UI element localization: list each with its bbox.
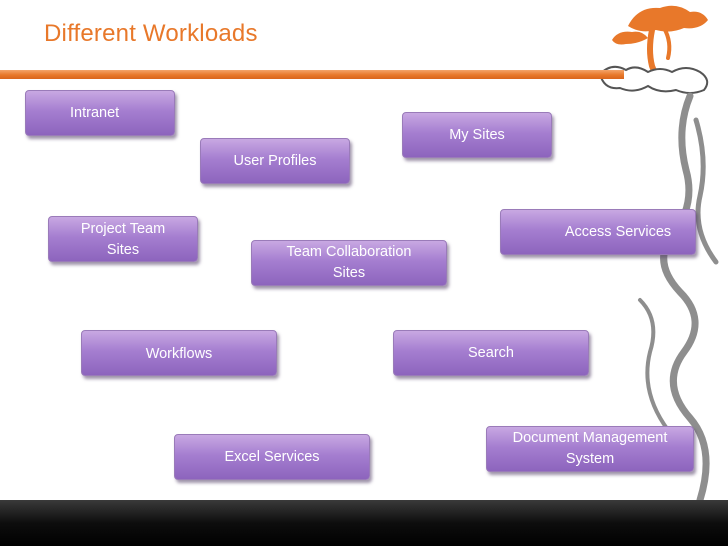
workload-label: Intranet	[70, 105, 120, 121]
workload-access-services: Access Services	[500, 209, 696, 255]
workload-label: My Sites	[449, 127, 505, 143]
workload-document-management-system: Document Management System	[486, 426, 694, 472]
workload-project-team-sites: Project Team Sites	[48, 216, 198, 262]
workload-label: Project Team Sites	[80, 221, 166, 258]
workload-label: Workflows	[145, 346, 213, 362]
workload-team-collaboration-sites: Team Collaboration Sites	[251, 240, 447, 286]
title-divider	[0, 70, 624, 79]
page-title: Different Workloads	[44, 20, 258, 47]
workload-user-profiles: User Profiles	[200, 138, 350, 184]
workload-excel-services: Excel Services	[174, 434, 370, 480]
workload-label: Access Services	[564, 224, 672, 240]
workload-search: Search	[393, 330, 589, 376]
workload-label: Document Management System	[512, 430, 668, 467]
workload-intranet: Intranet	[25, 90, 175, 136]
workload-my-sites: My Sites	[402, 112, 552, 158]
workload-label: Search	[468, 345, 514, 361]
workload-label: User Profiles	[233, 153, 317, 169]
workload-workflows: Workflows	[81, 330, 277, 376]
workload-label: Team Collaboration Sites	[286, 244, 412, 281]
workload-label: Excel Services	[224, 449, 320, 465]
footer-bar	[0, 500, 728, 546]
